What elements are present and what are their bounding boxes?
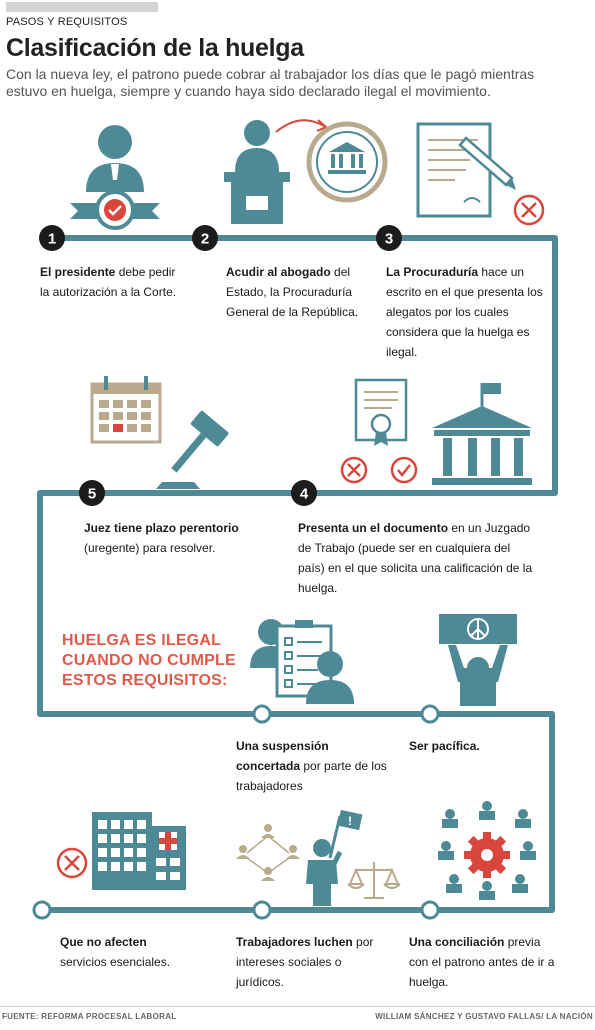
step-5-text: Juez tiene plazo perentorio (uregente) p… [84,521,239,555]
scales-icon [347,862,401,899]
step-number-4: 4 [291,480,317,506]
requirement-1-text: Una suspensión concertada por parte de l… [236,739,387,793]
court-building-icon [306,121,388,203]
courthouse-icon [432,383,532,485]
requirement-5-text: Una conciliación previa con el patrono a… [409,935,555,989]
president-icon [70,125,160,230]
requirement-node [32,704,440,920]
svg-text:4: 4 [300,486,309,503]
svg-text:5: 5 [88,486,96,503]
footer-divider [0,1006,595,1007]
step-number-2: 2 [192,225,218,251]
page-subtitle: Con la nueva ley, el patrono puede cobra… [6,66,535,99]
hospital-icon [56,812,186,890]
step-3-text: La Procuraduría hace un escrito en el qu… [386,265,543,359]
requirement-4-text: Trabajadores luchen por intereses social… [236,935,374,989]
gear-people-icon [438,801,536,900]
step-number-1: 1 [39,225,65,251]
source-note: FUENTE: REFORMA PROCESAL LABORAL [2,1012,177,1021]
certificate-icon [340,378,418,484]
calendar-icon [90,376,162,444]
svg-text:!: ! [348,814,352,828]
lawyer-podium-icon [224,119,328,224]
peace-sign-icon [439,614,517,706]
svg-text:1: 1 [48,231,56,248]
step-number-5: 5 [79,480,105,506]
step-1-text: El presidente debe pedir la autorización… [40,265,177,299]
page-title: Clasificación de la huelga [6,34,304,62]
flow-path [37,235,558,913]
requirement-3-text: Que no afecten servicios esenciales. [60,935,171,969]
document-pen-icon [416,122,545,226]
requirements-warning: HUELGA ES ILEGAL CUANDO NO CUMPLE ESTOS … [62,632,236,689]
protester-icon: ! [306,809,363,906]
credit-note: WILLIAM SÁNCHEZ Y GUSTAVO FALLAS/ LA NAC… [375,1012,593,1021]
step-4-text: Presenta un el documento en un Juzgado d… [298,521,533,595]
svg-text:2: 2 [201,231,209,248]
step-number-3: 3 [376,225,402,251]
network-icon [236,824,300,881]
requirement-2-text: Ser pacífica. [409,739,480,753]
top-bar [6,2,158,12]
svg-text:3: 3 [385,231,393,248]
step-2-text: Acudir al abogado del Estado, la Procura… [226,265,359,319]
gavel-icon [156,410,229,489]
kicker: PASOS Y REQUISITOS [6,16,128,28]
checklist-icon [250,619,354,704]
